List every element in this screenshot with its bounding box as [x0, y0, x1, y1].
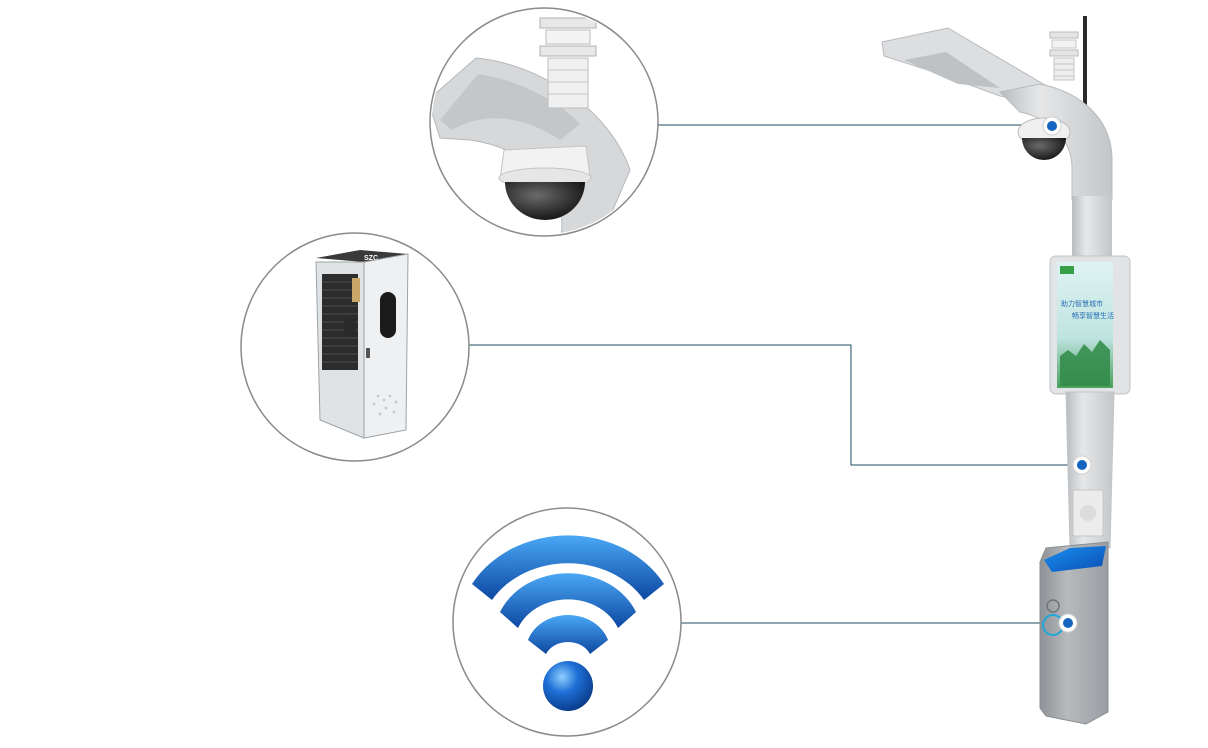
pole-shaft: [1072, 196, 1112, 258]
screen-text-line2: 畅享智慧生活: [1072, 311, 1114, 320]
hotspot-cabinet[interactable]: [1072, 455, 1092, 475]
pole-base: [1039, 541, 1109, 725]
feature-circle-camera[interactable]: [428, 7, 659, 240]
hotspot-wifi[interactable]: [1058, 613, 1078, 633]
antenna-rod: [1083, 16, 1087, 111]
smart-pole: 助力智慧城市 畅享智慧生活: [881, 16, 1131, 725]
kiosk-screen: [1044, 546, 1106, 572]
wifi-icon: [472, 535, 664, 711]
feature-circle-wifi[interactable]: [452, 507, 682, 737]
charging-cabinet-icon: SZC: [315, 250, 409, 439]
connector-line-cabinet: [468, 344, 1082, 466]
feature-circle-cabinet[interactable]: SZC: [240, 232, 470, 462]
weather-sensor-icon: [1049, 31, 1079, 81]
nfc-reader-icon: [1046, 599, 1060, 613]
dome-camera-icon: [432, 17, 631, 234]
screen-text-line1: 助力智慧城市: [1061, 299, 1103, 308]
connector-lines: [468, 124, 1082, 624]
cabinet-brand: SZC: [364, 255, 378, 262]
hotspot-camera[interactable]: [1042, 116, 1062, 136]
